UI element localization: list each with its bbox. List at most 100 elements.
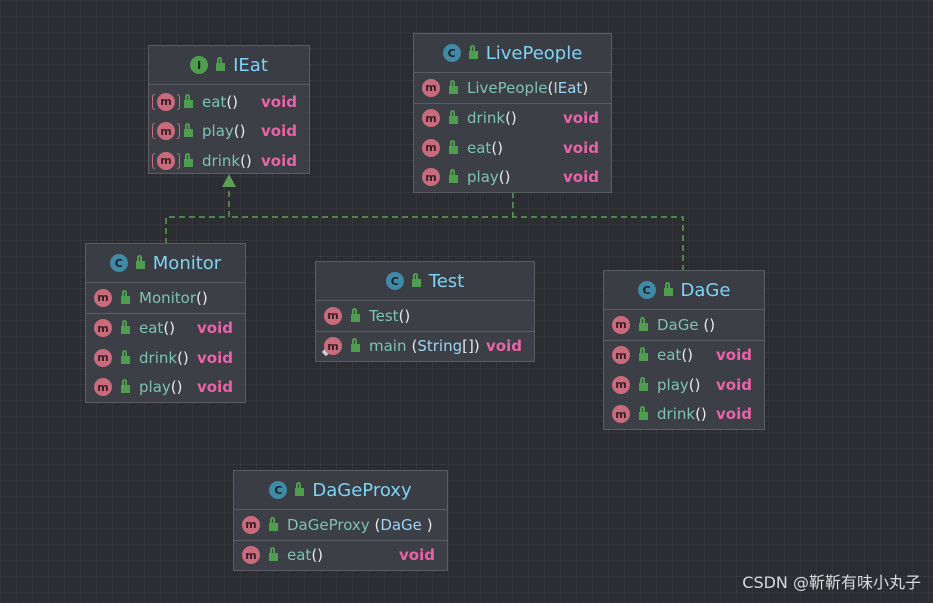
method-icon: m bbox=[422, 138, 440, 157]
public-lock-icon bbox=[449, 110, 458, 125]
method-icon: m bbox=[324, 306, 342, 325]
method-params: () bbox=[311, 546, 324, 565]
test-header: C Test bbox=[316, 262, 534, 301]
return-type: void bbox=[261, 92, 297, 111]
return-type: void bbox=[197, 319, 233, 338]
public-lock-icon bbox=[295, 482, 305, 496]
public-lock-icon bbox=[121, 320, 130, 335]
dage-method-play[interactable]: m play() void bbox=[604, 370, 764, 400]
public-lock-icon bbox=[184, 93, 193, 108]
method-name: eat bbox=[287, 546, 312, 565]
param-type: String bbox=[417, 337, 463, 356]
dageproxy-constructor[interactable]: m DaGeProxy (DaGe ) bbox=[234, 510, 447, 540]
method-params: () bbox=[163, 319, 176, 338]
method-params: () bbox=[688, 375, 701, 394]
class-icon: C bbox=[269, 481, 288, 499]
method-icon: m bbox=[422, 109, 440, 128]
dage-method-drink[interactable]: m drink() void bbox=[604, 400, 764, 430]
monitor-class-box[interactable]: C Monitor m Monitor() m eat() void m dri… bbox=[85, 243, 246, 403]
monitor-method-eat[interactable]: m eat() void bbox=[86, 314, 245, 344]
method-name: play bbox=[139, 378, 171, 397]
livepeople-method-eat[interactable]: m eat() void bbox=[414, 133, 611, 163]
paren-open: ( bbox=[547, 78, 554, 97]
connector-monitor-to-ieat bbox=[165, 187, 230, 244]
public-lock-icon bbox=[468, 45, 478, 59]
livepeople-constructor[interactable]: m LivePeople(IEat) bbox=[414, 73, 611, 103]
ieat-title: IEat bbox=[233, 54, 268, 76]
public-lock-icon bbox=[449, 139, 458, 154]
livepeople-class-box[interactable]: C LivePeople m LivePeople(IEat) m drink(… bbox=[413, 33, 612, 193]
method-params: () bbox=[233, 122, 246, 141]
method-icon: m bbox=[94, 348, 112, 367]
dage-class-box[interactable]: C DaGe m DaGe () m eat() void m play() v… bbox=[603, 270, 765, 430]
abstract-method-icon: m bbox=[152, 151, 180, 170]
method-name: eat bbox=[467, 138, 492, 157]
public-lock-icon bbox=[351, 338, 360, 353]
test-method-main[interactable]: m main(String[]) void bbox=[316, 332, 534, 362]
method-params: () bbox=[505, 109, 517, 128]
return-type: void bbox=[486, 337, 522, 356]
monitor-method-play[interactable]: m play() void bbox=[86, 373, 245, 403]
test-title: Test bbox=[428, 270, 465, 292]
monitor-method-drink[interactable]: m drink() void bbox=[86, 343, 245, 373]
method-params: () bbox=[695, 405, 707, 424]
paren-close: ) bbox=[421, 515, 433, 534]
public-lock-icon bbox=[269, 547, 278, 562]
dage-constructor[interactable]: m DaGe () bbox=[604, 310, 764, 340]
method-name: eat bbox=[202, 92, 227, 111]
livepeople-header: C LivePeople bbox=[414, 34, 611, 73]
paren-close: ) bbox=[582, 78, 589, 97]
method-icon: m bbox=[94, 288, 112, 307]
monitor-constructor[interactable]: m Monitor() bbox=[86, 283, 245, 313]
public-lock-icon bbox=[351, 307, 360, 322]
method-icon: m bbox=[324, 337, 342, 356]
ieat-method-eat[interactable]: m eat() void bbox=[149, 87, 309, 117]
paren-open: ( bbox=[369, 515, 381, 534]
method-icon: m bbox=[94, 378, 112, 397]
ieat-method-play[interactable]: m play() void bbox=[149, 117, 309, 147]
ieat-method-drink[interactable]: m drink() void bbox=[149, 146, 309, 176]
method-icon: m bbox=[94, 319, 112, 338]
method-name: play bbox=[202, 122, 234, 141]
method-name: main bbox=[369, 337, 407, 356]
livepeople-method-play[interactable]: m play() void bbox=[414, 163, 611, 193]
monitor-title: Monitor bbox=[152, 252, 222, 274]
method-name: eat bbox=[657, 346, 682, 365]
method-params: () bbox=[698, 315, 716, 334]
method-name: drink bbox=[139, 348, 178, 367]
dageproxy-header: C DaGeProxy bbox=[234, 471, 447, 510]
method-name: eat bbox=[139, 319, 164, 338]
class-icon: C bbox=[637, 281, 656, 299]
method-params: () bbox=[498, 168, 511, 187]
dageproxy-method-eat[interactable]: m eat() void bbox=[234, 541, 447, 571]
ieat-interface-box[interactable]: I IEat m eat() void m play() void m drin… bbox=[148, 45, 310, 174]
dageproxy-class-box[interactable]: C DaGeProxy m DaGeProxy (DaGe ) m eat() … bbox=[233, 470, 448, 571]
interface-icon: I bbox=[190, 56, 209, 74]
return-type: void bbox=[563, 168, 599, 187]
param-type: IEat bbox=[553, 78, 583, 97]
ieat-header: I IEat bbox=[149, 46, 309, 85]
test-class-box[interactable]: C Test m Test() m main(String[]) void bbox=[315, 261, 535, 362]
return-type: void bbox=[197, 378, 233, 397]
class-icon: C bbox=[442, 44, 461, 62]
method-name: play bbox=[467, 168, 499, 187]
method-params: () bbox=[170, 378, 183, 397]
livepeople-method-drink[interactable]: m drink() void bbox=[414, 104, 611, 134]
monitor-header: C Monitor bbox=[86, 244, 245, 283]
abstract-method-icon: m bbox=[152, 92, 180, 111]
class-icon: C bbox=[109, 254, 128, 272]
method-icon: m bbox=[242, 515, 260, 534]
return-type: void bbox=[197, 348, 233, 367]
public-lock-icon bbox=[411, 273, 421, 287]
method-name: drink bbox=[467, 109, 506, 128]
method-icon: m bbox=[612, 346, 630, 365]
dage-method-eat[interactable]: m eat() void bbox=[604, 341, 764, 371]
public-lock-icon bbox=[449, 169, 458, 184]
method-icon: m bbox=[612, 375, 630, 394]
public-lock-icon bbox=[449, 79, 458, 94]
dage-header: C DaGe bbox=[604, 271, 764, 310]
public-lock-icon bbox=[121, 379, 130, 394]
test-constructor[interactable]: m Test() bbox=[316, 301, 534, 331]
return-type: void bbox=[399, 546, 435, 565]
public-lock-icon bbox=[663, 282, 673, 296]
